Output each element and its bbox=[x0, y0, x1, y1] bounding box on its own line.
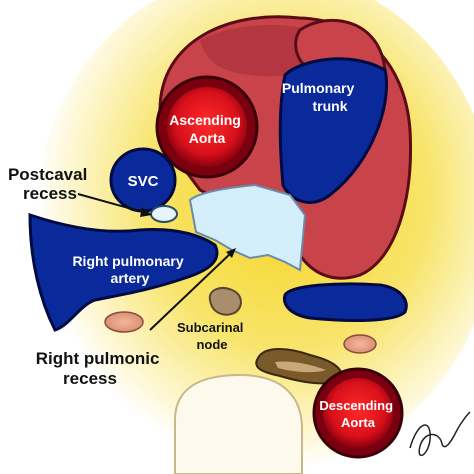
vertebral-body bbox=[174, 373, 303, 474]
paratracheal-node bbox=[104, 311, 144, 333]
artist-signature bbox=[409, 411, 471, 457]
right-pulmonary-artery bbox=[28, 212, 219, 332]
left-pulmonary-vessel bbox=[282, 282, 408, 322]
ascending-aorta-label: Ascending Aorta bbox=[169, 112, 244, 146]
right-pulmonic-arrowhead bbox=[226, 248, 236, 258]
ascending-aorta-lumen bbox=[167, 87, 247, 167]
right-pulmonic-arrow bbox=[149, 251, 233, 331]
para-aortic-node bbox=[343, 334, 377, 354]
postcaval-arrowhead bbox=[140, 207, 152, 217]
descending-aorta-lumen bbox=[323, 378, 393, 448]
esophagus-lumen bbox=[275, 361, 326, 373]
right-pulmonic-recess-label: Right pulmonic recess bbox=[36, 349, 164, 388]
descending-aorta-label: Descending Aorta bbox=[319, 398, 396, 430]
postcaval-arrow bbox=[77, 193, 151, 215]
pericardial-recess bbox=[188, 183, 307, 272]
postcaval-recess bbox=[150, 205, 178, 223]
pulmonary-trunk-label: Pulmonary trunk bbox=[282, 80, 358, 114]
postcaval-recess-label: Postcaval recess bbox=[8, 165, 92, 203]
subcarinal-node bbox=[208, 287, 242, 316]
subcarinal-node-label: Subcarinal node bbox=[177, 320, 247, 352]
pulmonary-trunk bbox=[278, 57, 389, 204]
svc-label: SVC bbox=[128, 173, 159, 190]
right-pulmonary-artery-label: Right pulmonary artery bbox=[72, 253, 187, 286]
